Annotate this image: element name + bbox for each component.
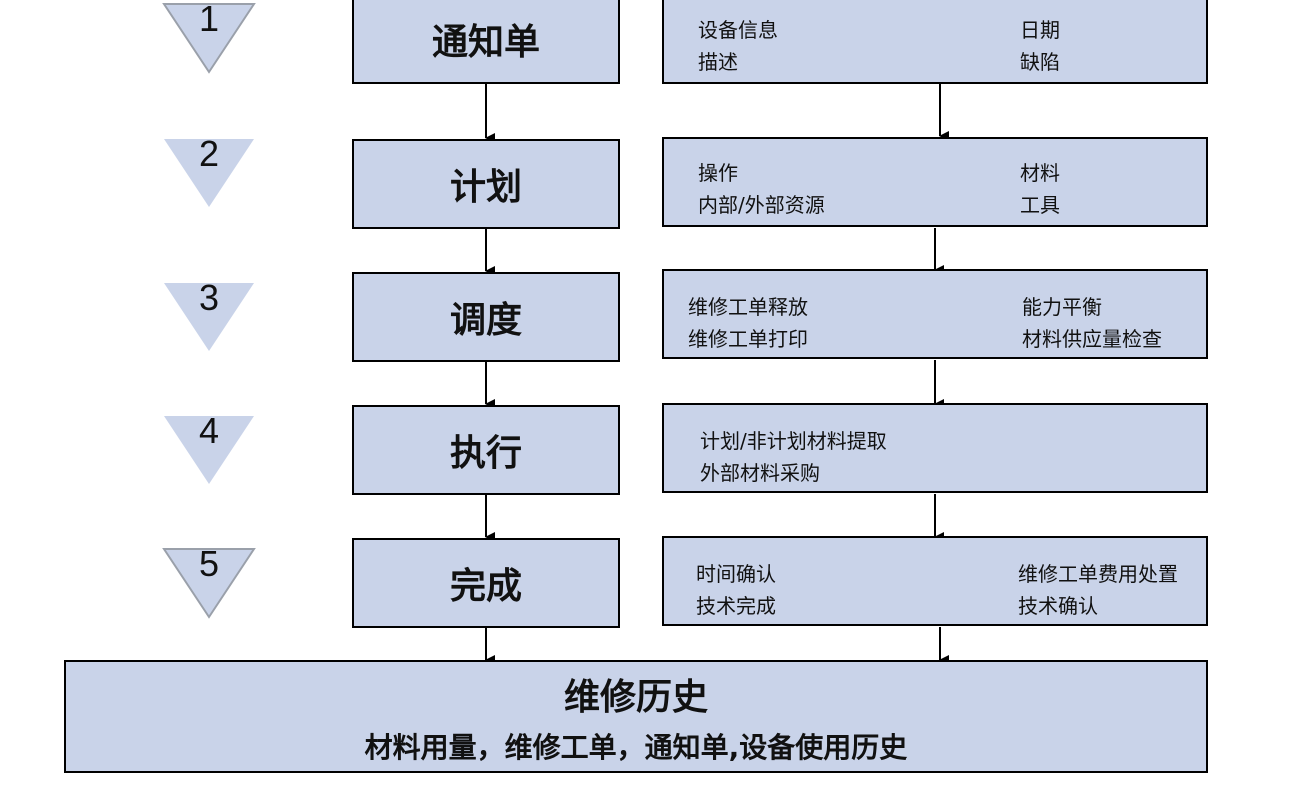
detail-text: 计划/非计划材料提取 (700, 429, 887, 453)
detail-text: 内部/外部资源 (698, 193, 825, 217)
detail-text: 技术确认 (1018, 594, 1098, 618)
step-1-marker: 1 (162, 0, 256, 74)
detail-text: 技术完成 (696, 594, 776, 618)
triangle-icon (162, 3, 256, 74)
detail-text: 材料 (1020, 161, 1060, 185)
detail-box-1: 设备信息 日期 描述 缺陷 (662, 0, 1208, 84)
triangle-icon (164, 139, 254, 207)
detail-text: 工具 (1020, 193, 1060, 217)
detail-text: 维修工单打印 (688, 327, 808, 351)
detail-text: 缺陷 (1020, 50, 1060, 74)
stage-title: 计划 (449, 167, 522, 208)
triangle-icon (164, 283, 254, 351)
triangle-icon (162, 548, 256, 619)
detail-box-4: 计划/非计划材料提取 外部材料采购 (662, 403, 1208, 493)
stage-notification: 通知单 (352, 0, 620, 84)
step-5-marker: 5 (162, 543, 256, 619)
detail-text: 描述 (698, 50, 738, 74)
step-number: 4 (198, 410, 220, 451)
stage-complete: 完成 (352, 538, 620, 628)
detail-box-3: 维修工单释放 能力平衡 维修工单打印 材料供应量检查 (662, 269, 1208, 359)
detail-text: 材料供应量检查 (1022, 327, 1162, 351)
detail-text: 设备信息 (698, 18, 778, 42)
history-title: 维修历史 (563, 677, 708, 718)
detail-box-5: 时间确认 维修工单费用处置 技术完成 技术确认 (662, 536, 1208, 626)
detail-box-2: 操作 材料 内部/外部资源 工具 (662, 137, 1208, 227)
stage-title: 完成 (449, 566, 522, 607)
stage-schedule: 调度 (352, 272, 620, 362)
step-4-marker: 4 (162, 410, 256, 486)
stage-title: 通知单 (431, 22, 540, 63)
stage-plan: 计划 (352, 139, 620, 229)
history-subtitle: 材料用量，维修工单，通知单,设备使用历史 (364, 731, 908, 764)
step-3-marker: 3 (162, 277, 256, 353)
step-number: 2 (198, 133, 220, 174)
detail-text: 维修工单费用处置 (1018, 562, 1178, 586)
step-2-marker: 2 (162, 133, 256, 209)
step-number: 3 (198, 277, 220, 318)
detail-text: 日期 (1020, 18, 1060, 42)
stage-execute: 执行 (352, 405, 620, 495)
maintenance-history-box: 维修历史 材料用量，维修工单，通知单,设备使用历史 (64, 660, 1208, 773)
step-number: 5 (198, 543, 220, 584)
detail-text: 时间确认 (696, 562, 776, 586)
detail-text: 操作 (698, 161, 738, 185)
stage-title: 调度 (449, 300, 522, 341)
triangle-icon (164, 416, 254, 484)
detail-text: 能力平衡 (1022, 295, 1102, 319)
stage-title: 执行 (449, 433, 522, 474)
detail-text: 维修工单释放 (688, 295, 808, 319)
step-number: 1 (198, 0, 220, 39)
detail-text: 外部材料采购 (700, 461, 820, 485)
